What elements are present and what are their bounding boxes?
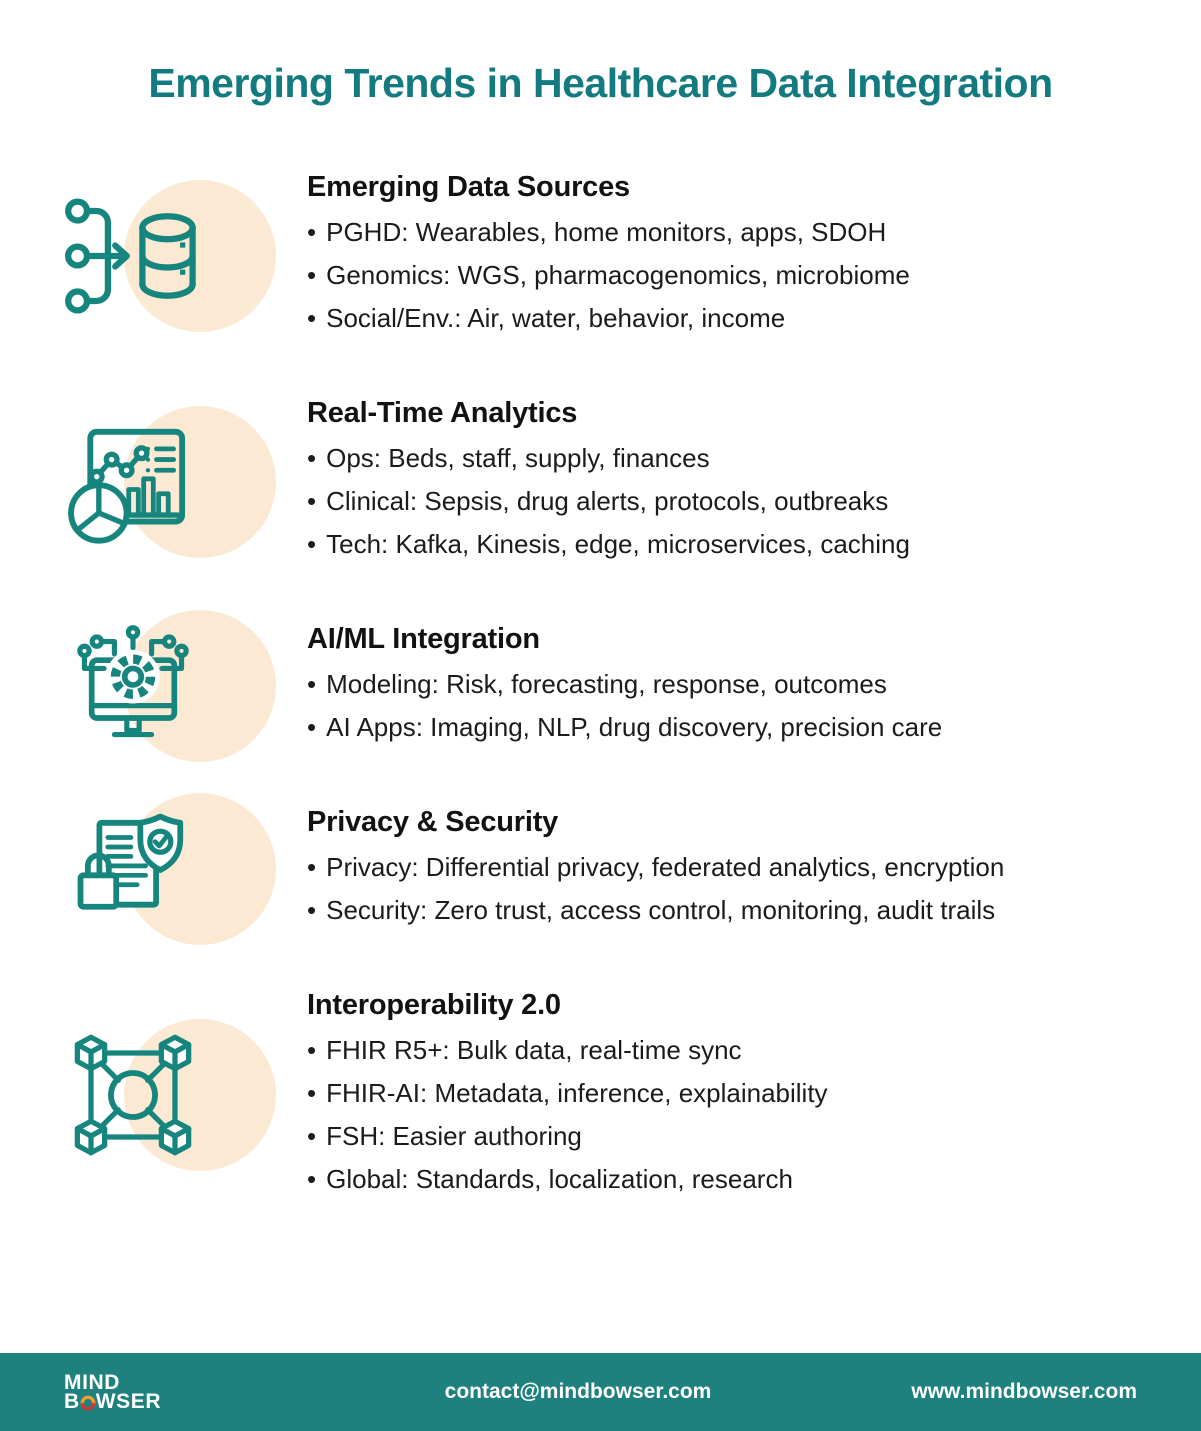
bullet-list: PGHD: Wearables, home monitors, apps, SD… <box>307 211 1143 340</box>
text-cell: Privacy & Security Privacy: Differential… <box>307 806 1143 932</box>
analytics-icon <box>64 419 202 545</box>
bullet-item: FSH: Easier authoring <box>307 1115 1143 1158</box>
bullet-item: Security: Zero trust, access control, mo… <box>307 889 1143 932</box>
section-heading: Real-Time Analytics <box>307 397 578 429</box>
logo-line2-prefix: B <box>64 1390 80 1413</box>
bullet-item: FHIR-AI: Metadata, inference, explainabi… <box>307 1072 1143 1115</box>
bullet-item: Ops: Beds, staff, supply, finances <box>307 437 1143 480</box>
text-cell: Real-Time Analytics Ops: Beds, staff, su… <box>307 397 1143 566</box>
bullet-item: Global: Standards, localization, researc… <box>307 1158 1143 1201</box>
bullet-list: FHIR R5+: Bulk data, real-time syncFHIR-… <box>307 1029 1143 1201</box>
footer-website[interactable]: www.mindbowser.com <box>911 1380 1137 1403</box>
bullet-item: Privacy: Differential privacy, federated… <box>307 846 1143 889</box>
sections-container: Emerging Data Sources PGHD: Wearables, h… <box>0 107 1201 1201</box>
bullet-item: Tech: Kafka, Kinesis, edge, microservice… <box>307 523 1143 566</box>
bullet-list: Modeling: Risk, forecasting, response, o… <box>307 663 1143 749</box>
trend-section: Emerging Data Sources PGHD: Wearables, h… <box>58 171 1143 340</box>
text-cell: Emerging Data Sources PGHD: Wearables, h… <box>307 171 1143 340</box>
bullet-item: Clinical: Sepsis, drug alerts, protocols… <box>307 480 1143 523</box>
trend-section: AI/ML Integration Modeling: Risk, foreca… <box>58 610 1143 762</box>
page-title: Emerging Trends in Healthcare Data Integ… <box>148 60 1053 106</box>
text-cell: Interoperability 2.0 FHIR R5+: Bulk data… <box>307 989 1143 1201</box>
icon-background-circle <box>124 1019 276 1171</box>
bullet-item: Social/Env.: Air, water, behavior, incom… <box>307 297 1143 340</box>
trend-section: Interoperability 2.0 FHIR R5+: Bulk data… <box>58 989 1143 1201</box>
trend-section: Real-Time Analytics Ops: Beds, staff, su… <box>58 397 1143 566</box>
infographic-page: Emerging Trends in Healthcare Data Integ… <box>0 60 1201 1431</box>
ai-ml-icon <box>64 623 202 749</box>
data-sources-icon <box>64 193 202 319</box>
section-heading: Emerging Data Sources <box>307 171 630 203</box>
logo-line2-suffix: WSER <box>95 1390 162 1413</box>
icon-cell <box>58 989 307 1201</box>
bullet-item: AI Apps: Imaging, NLP, drug discovery, p… <box>307 706 1143 749</box>
icon-cell <box>58 397 307 566</box>
bullet-item: Modeling: Risk, forecasting, response, o… <box>307 663 1143 706</box>
icon-cell <box>58 610 307 762</box>
footer-email[interactable]: contact@mindbowser.com <box>444 1380 712 1403</box>
section-heading: Interoperability 2.0 <box>307 989 561 1021</box>
interoperability-icon <box>64 1032 202 1158</box>
logo-swirl-icon <box>80 1395 96 1410</box>
privacy-security-icon <box>64 806 202 932</box>
trend-section: Privacy & Security Privacy: Differential… <box>58 793 1143 945</box>
text-cell: AI/ML Integration Modeling: Risk, foreca… <box>307 623 1143 749</box>
bullet-item: FHIR R5+: Bulk data, real-time sync <box>307 1029 1143 1072</box>
bullet-item: PGHD: Wearables, home monitors, apps, SD… <box>307 211 1143 254</box>
icon-background-circle <box>124 179 276 332</box>
icon-cell <box>58 171 307 340</box>
bullet-list: Ops: Beds, staff, supply, financesClinic… <box>307 437 1143 566</box>
section-heading: AI/ML Integration <box>307 623 540 655</box>
bullet-item: Genomics: WGS, pharmacogenomics, microbi… <box>307 254 1143 297</box>
section-heading: Privacy & Security <box>307 806 559 838</box>
bullet-list: Privacy: Differential privacy, federated… <box>307 846 1143 932</box>
icon-cell <box>58 793 307 945</box>
